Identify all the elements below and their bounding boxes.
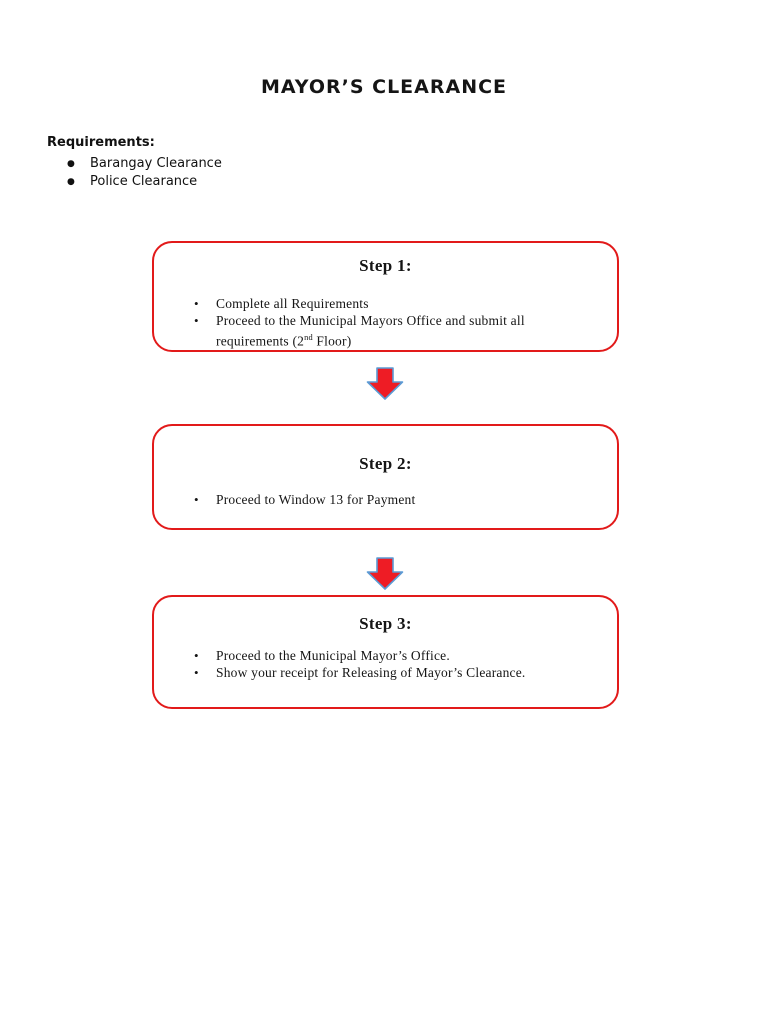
page-title: MAYOR’S CLEARANCE bbox=[260, 76, 508, 98]
step-3-heading: Step 3: bbox=[359, 614, 412, 633]
requirement-item: Barangay Clearance bbox=[47, 155, 222, 173]
step-2-bullet: Proceed to Window 13 for Payment bbox=[194, 491, 568, 508]
step-1-bullet: Proceed to the Municipal Mayors Office a… bbox=[194, 312, 568, 350]
step-1-bullet: Complete all Requirements bbox=[194, 295, 568, 312]
ordinal-superscript: nd bbox=[304, 333, 313, 342]
requirements-list: Barangay Clearance Police Clearance bbox=[47, 155, 222, 191]
step-1-heading: Step 1: bbox=[359, 256, 412, 275]
bullet-text: Floor) bbox=[312, 333, 352, 349]
step-3-bullet: Show your receipt for Releasing of Mayor… bbox=[194, 664, 568, 681]
step-1-bullet-list: Complete all Requirements Proceed to the… bbox=[154, 295, 617, 350]
down-arrow-icon bbox=[366, 557, 404, 590]
step-3-box: Step 3: Proceed to the Municipal Mayor’s… bbox=[152, 595, 619, 709]
requirement-item: Police Clearance bbox=[47, 173, 222, 191]
requirements-section: Requirements: Barangay Clearance Police … bbox=[47, 135, 222, 191]
down-arrow-icon bbox=[366, 367, 404, 400]
step-3-bullet: Proceed to the Municipal Mayor’s Office. bbox=[194, 647, 568, 664]
bullet-text: Proceed to the Municipal Mayors Office a… bbox=[216, 313, 525, 349]
step-3-bullet-list: Proceed to the Municipal Mayor’s Office.… bbox=[154, 647, 617, 681]
requirements-heading: Requirements: bbox=[47, 135, 155, 150]
step-2-box: Step 2: Proceed to Window 13 for Payment bbox=[152, 424, 619, 530]
step-1-box: Step 1: Complete all Requirements Procee… bbox=[152, 241, 619, 352]
step-2-heading: Step 2: bbox=[359, 454, 412, 473]
step-2-bullet-list: Proceed to Window 13 for Payment bbox=[154, 491, 617, 508]
